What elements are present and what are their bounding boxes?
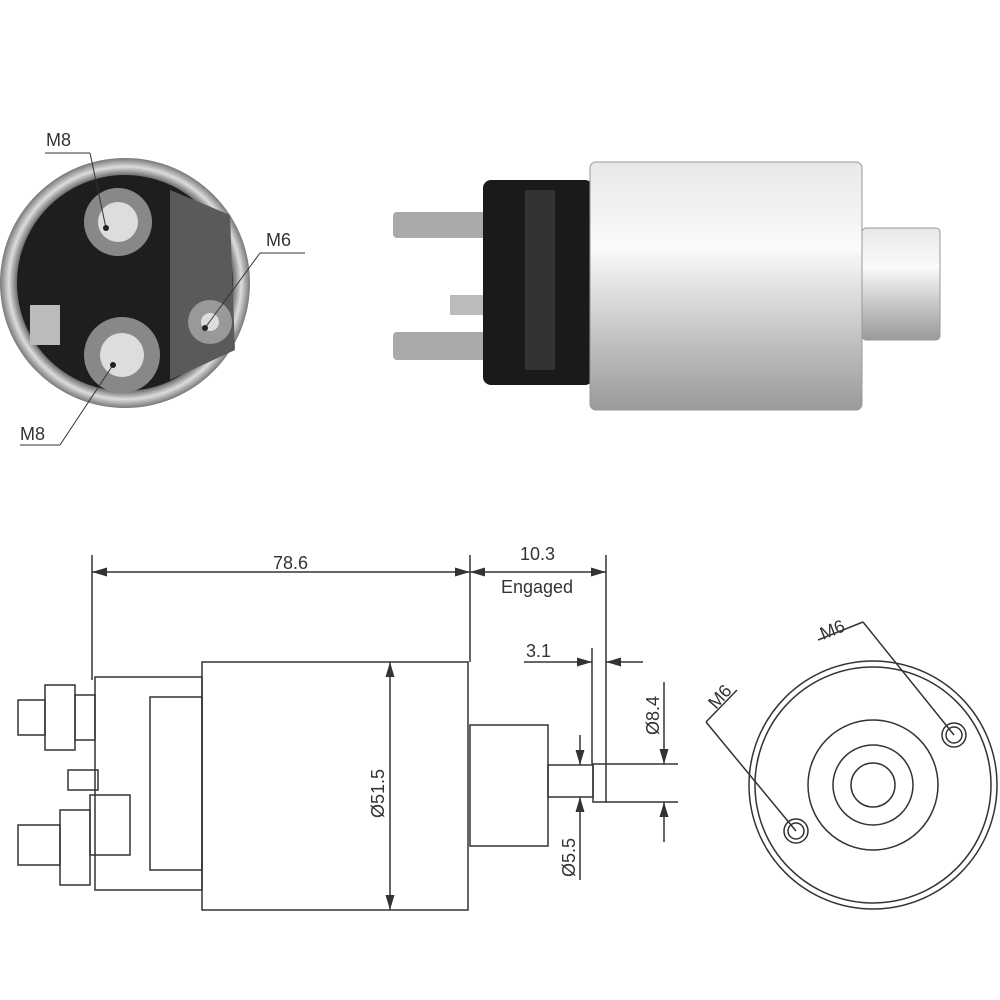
dim-body-diameter: Ø51.5 <box>368 769 388 818</box>
end-view-photo: M8 M6 M8 <box>0 130 305 446</box>
dim-plunger-travel: 10.3 <box>520 544 555 564</box>
end-view-drawing <box>705 621 998 910</box>
label-m8-bottom: M8 <box>20 424 45 444</box>
dim-overall-length: 78.6 <box>273 553 308 573</box>
dim-tip-diameter: Ø8.4 <box>643 696 663 735</box>
dim-engaged-note: Engaged <box>501 577 573 597</box>
label-m8-top: M8 <box>46 130 71 150</box>
side-view-photo <box>393 161 941 411</box>
label-m6-lower-hole: M6 <box>704 681 736 713</box>
side-view-drawing <box>17 555 678 911</box>
label-m6-side: M6 <box>266 230 291 250</box>
dim-tip-length: 3.1 <box>526 641 551 661</box>
dim-shaft-diameter: Ø5.5 <box>559 838 579 877</box>
label-m6-upper-hole: M6 <box>817 616 848 644</box>
